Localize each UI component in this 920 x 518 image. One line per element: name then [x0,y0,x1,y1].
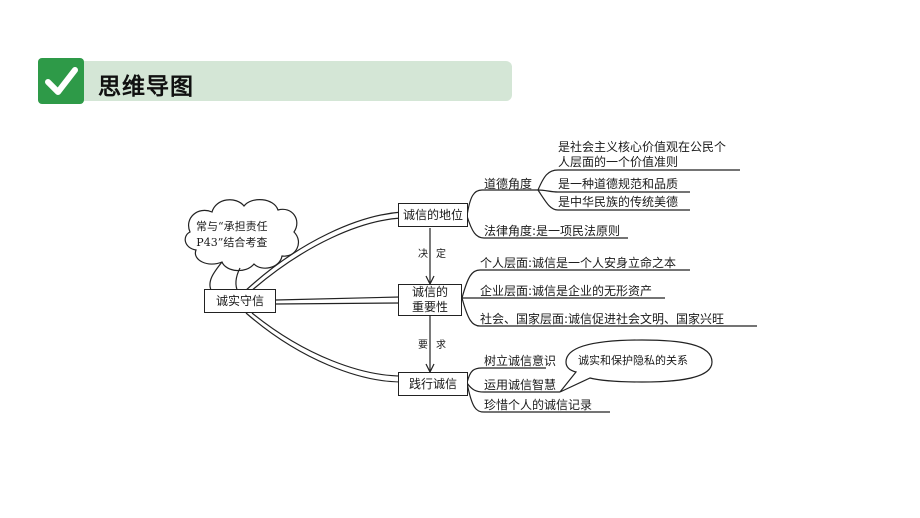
practice-bubble-text: 诚实和保护隐私的关系 [578,354,688,367]
cloud-shape [184,199,299,272]
page-title: 思维导图 [98,74,194,100]
practice-item: 珍惜个人的诚信记录 [484,398,593,412]
node-importance-line: 重要性 [411,300,448,314]
check-icon [38,58,84,104]
status-legal: 法律角度:是一项民法原则 [484,224,621,238]
moral-item: 是社会主义核心价值观在公民个 [558,140,727,154]
node-importance-line: 诚信的 [411,285,448,299]
node-importance: 诚信的 重要性 [398,284,462,316]
importance-item: 社会、国家层面:诚信促进社会文明、国家兴旺 [480,312,725,326]
cloud-note-line: 常与“承担责任 [196,220,268,233]
cloud-tail [209,261,223,293]
node-practice: 践行诚信 [398,372,468,396]
importance-item: 企业层面:诚信是企业的无形资产 [480,284,653,298]
practice-item: 树立诚信意识 [484,354,557,368]
practice-item: 运用诚信智慧 [484,378,557,392]
cloud-note-line: P43”结合考查 [196,236,268,249]
center-node: 诚实守信 [204,289,276,313]
speech-bubble [559,339,713,393]
moral-item: 是中华民族的传统美德 [558,195,679,209]
importance-item: 个人层面:诚信是一个人安身立命之本 [480,256,677,270]
moral-item: 人层面的一个价值准则 [558,155,679,169]
cloud-note: 常与“承担责任 P43”结合考查 [196,219,268,251]
node-status: 诚信的地位 [398,203,468,227]
moral-item: 是一种道德规范和品质 [558,177,679,191]
relation-decide: 决定 [418,249,454,260]
status-moral: 道德角度 [484,177,533,191]
header-band [38,61,512,101]
relation-require: 要求 [418,340,454,351]
